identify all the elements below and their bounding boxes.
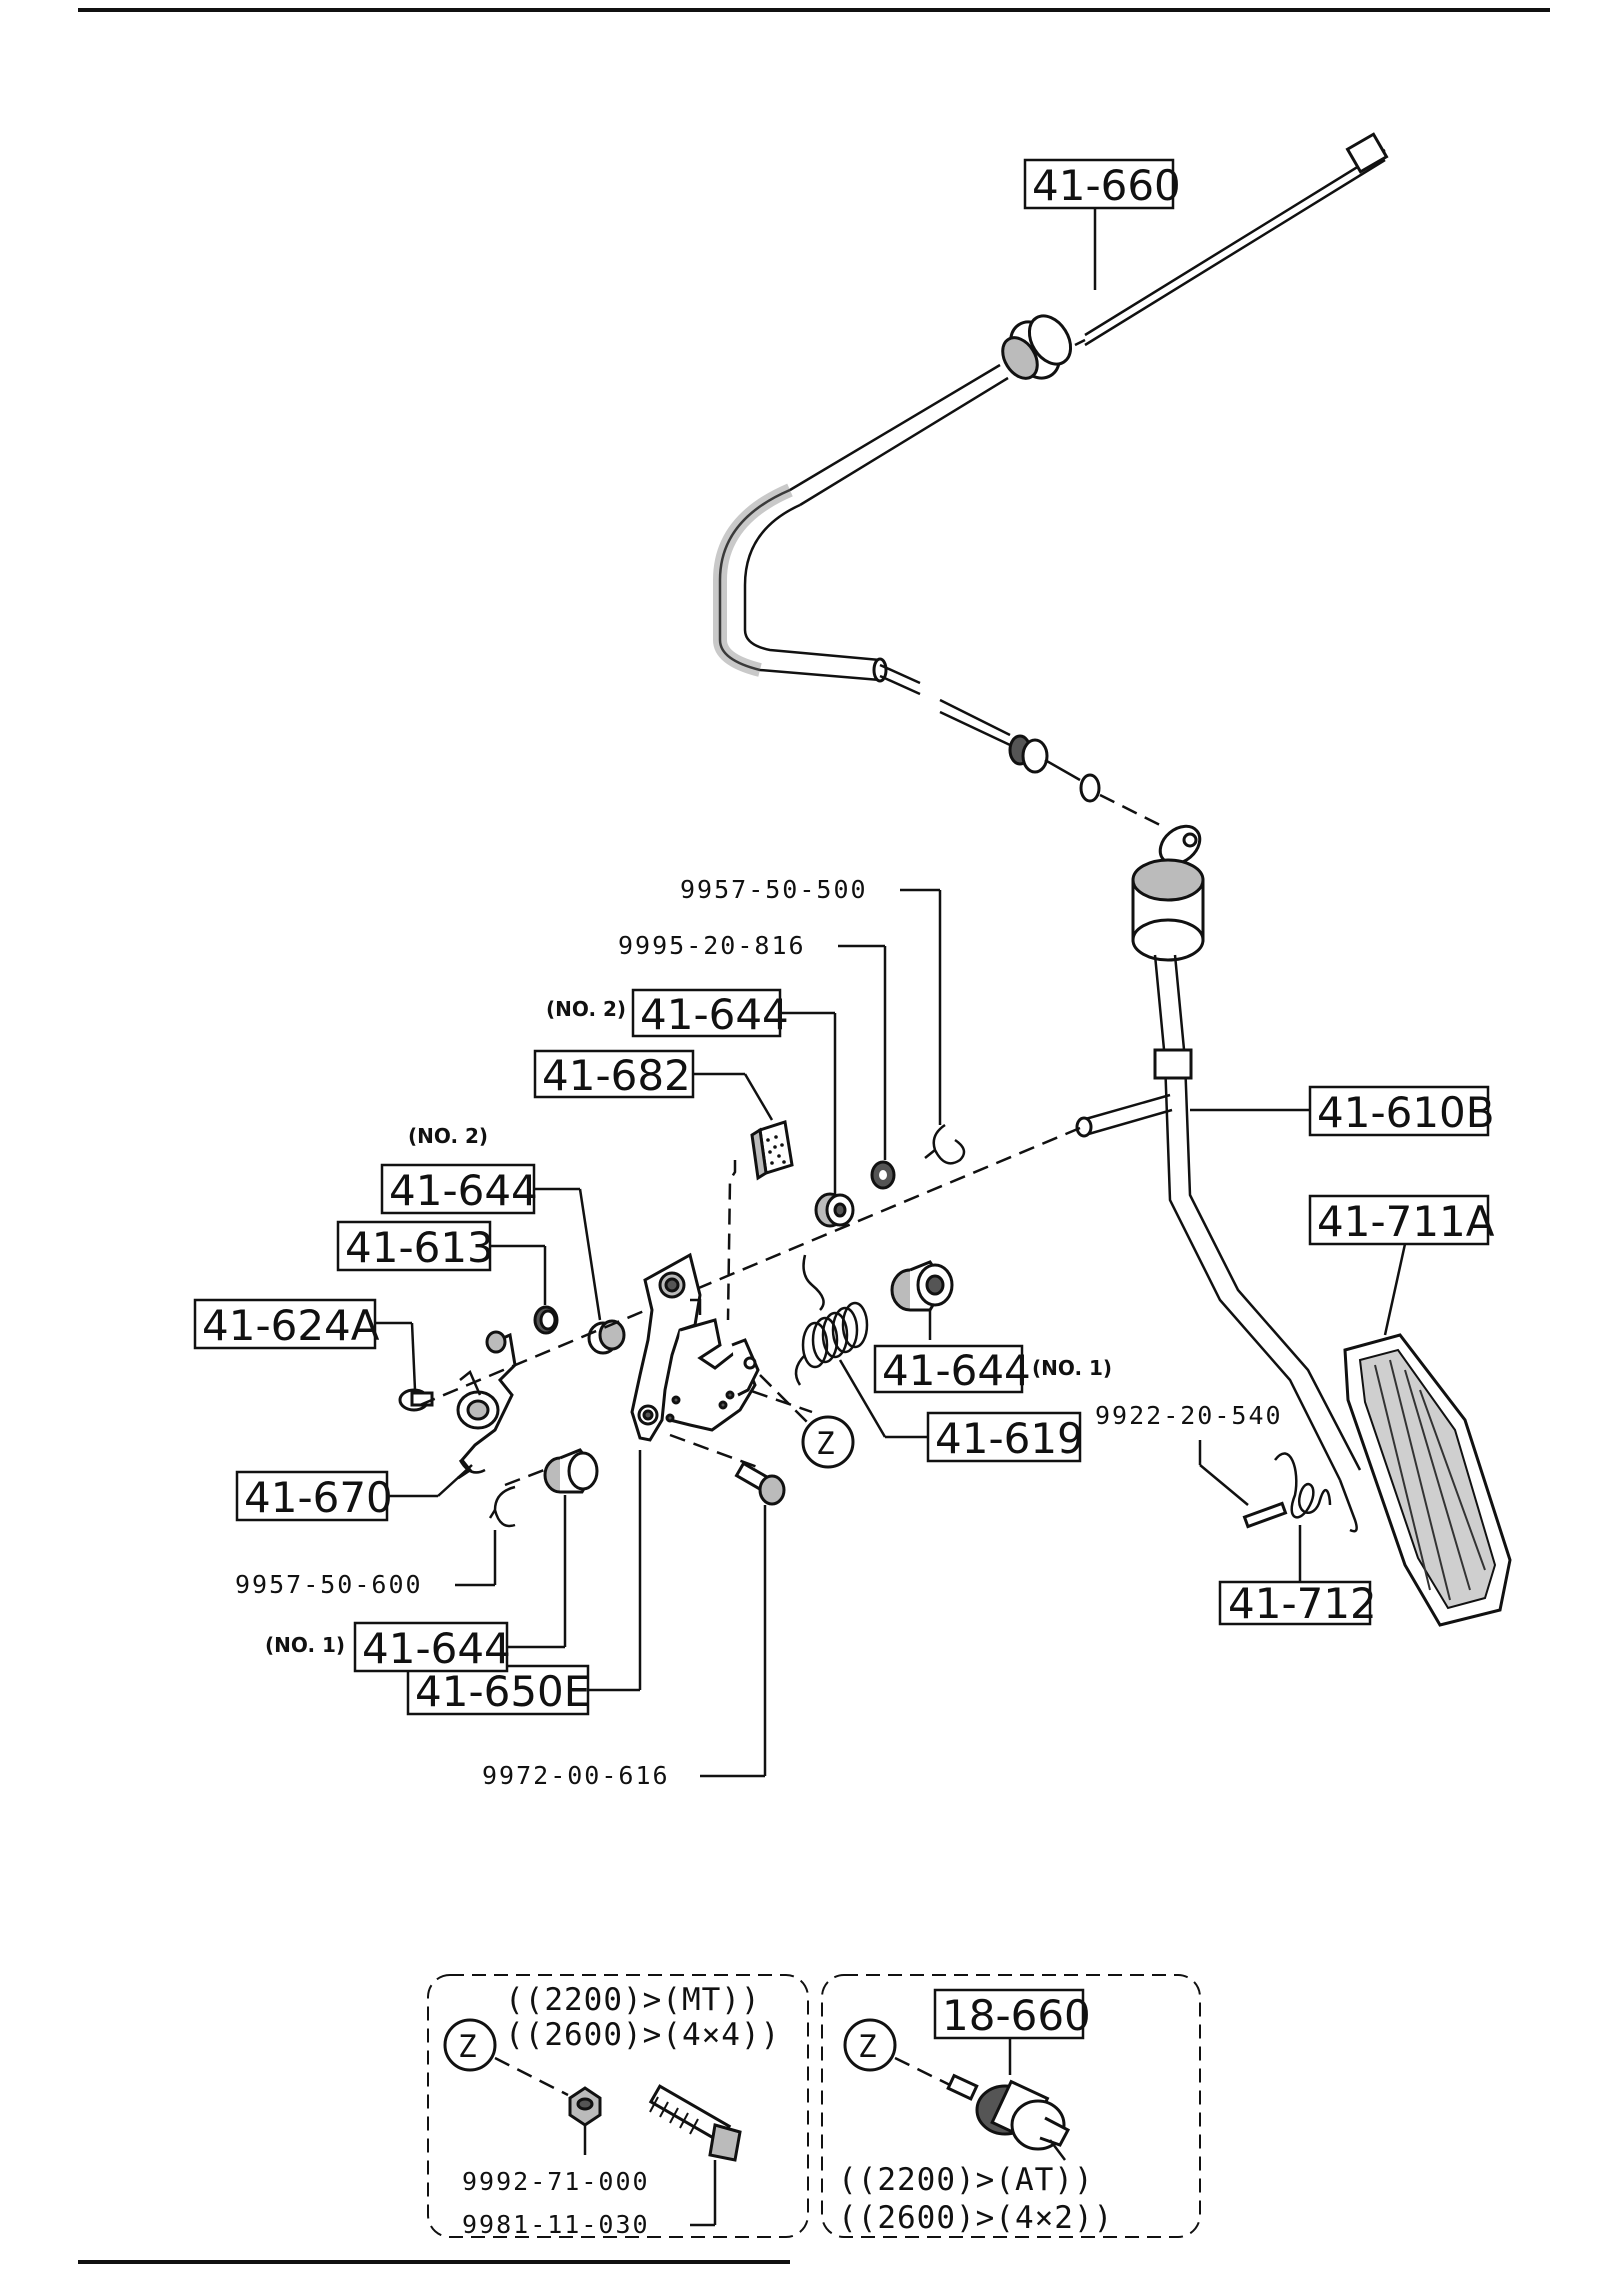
detail-left-panel: ((2200)>(MT)) ((2600)>(4×4)) Z 9992-71-0… xyxy=(427,1974,809,2239)
bushing-no1-left-label: (NO. 1) 41-644 xyxy=(265,1495,567,1673)
bushing-no2-left-part-number: 41-644 xyxy=(389,1166,538,1215)
bracket-bolt-nut-part-number: 41-613 xyxy=(345,1223,494,1272)
bracket-mount-bolt-label: 9972-00-616 xyxy=(482,1505,767,1790)
upper-clip-label: 9957-50-500 xyxy=(680,875,942,1125)
spring-pin-part-number: 9922-20-540 xyxy=(1095,1401,1283,1430)
bushing-no2-left-note: (NO. 2) xyxy=(408,1124,488,1148)
upper-clip xyxy=(924,1123,966,1165)
bracket-mount-bolt xyxy=(734,1461,786,1506)
bushing-no1-left xyxy=(543,1448,599,1494)
pedal-arm xyxy=(1075,824,1362,1533)
upper-washer-part-number: 9995-20-816 xyxy=(618,931,806,960)
pedal-spring xyxy=(1274,1452,1332,1519)
bushing-no1-right xyxy=(890,1260,954,1312)
cable-bracket xyxy=(456,1330,517,1480)
cable-label: 41-660 xyxy=(1023,158,1181,290)
detail-right-panel: Z 18-660 ((2200)>(AT)) ((2600)>(4×2)) xyxy=(821,1974,1201,2238)
detail-left-bolt xyxy=(648,2084,742,2162)
detail-left-marker: Z xyxy=(458,2029,478,2065)
cable-part-number: 41-660 xyxy=(1032,161,1181,210)
return-spring xyxy=(794,1254,869,1386)
spring-pin xyxy=(1242,1501,1288,1529)
pedal-bracket-label: 41-650E xyxy=(406,1450,642,1716)
lower-clip-label: 9957-50-600 xyxy=(235,1530,497,1599)
pedal-spring-part-number: 41-712 xyxy=(1228,1579,1377,1628)
upper-washer-label: 9995-20-816 xyxy=(618,931,887,1160)
pedal-pad-part-number: 41-711A xyxy=(1317,1197,1495,1246)
bushing-no1-right-part-number: 41-644 xyxy=(882,1346,1031,1395)
cable-bracket-label: 41-670 xyxy=(235,1464,473,1522)
detail-right-condition-1: ((2200)>(AT)) xyxy=(838,2162,1094,2198)
detail-right-condition-2: ((2600)>(4×2)) xyxy=(838,2200,1113,2236)
detail-right-part-number: 18-660 xyxy=(942,1991,1091,2040)
return-spring-label: 41-619 xyxy=(838,1359,1084,1463)
detail-right-marker: Z xyxy=(858,2029,878,2065)
bracket-bolt-nut xyxy=(533,1305,559,1335)
detail-left-condition-1: ((2200)>(MT)) xyxy=(505,1982,761,2018)
upper-clip-part-number: 9957-50-500 xyxy=(680,875,868,904)
bushing-no1-right-note: (NO. 1) xyxy=(1032,1356,1112,1380)
bracket-mount-bolt-part-number: 9972-00-616 xyxy=(482,1761,670,1790)
pedal-bracket-part-number: 41-650E xyxy=(415,1667,590,1716)
detail-left-nut-part-number: 9992-71-000 xyxy=(462,2167,650,2196)
bushing-no1-left-note: (NO. 1) xyxy=(265,1633,345,1657)
pedal-pad-label: 41-711A xyxy=(1308,1194,1495,1336)
bushing-no2-right-note: (NO. 2) xyxy=(546,997,626,1021)
detail-marker-z-label: Z xyxy=(816,1426,836,1462)
bushing-no1-left-part-number: 41-644 xyxy=(362,1624,511,1673)
accelerator-cable xyxy=(713,132,1389,827)
pedal-arm-part-number: 41-610B xyxy=(1317,1088,1495,1137)
bushing-no2-right-label: (NO. 2) 41-644 xyxy=(546,988,837,1195)
pedal-spring-label: 41-712 xyxy=(1218,1525,1377,1628)
bushing-no2-right xyxy=(814,1192,855,1228)
stopper-pad-label: 41-682 xyxy=(533,1049,774,1121)
lower-clip xyxy=(488,1485,516,1528)
detail-right-switch xyxy=(946,2073,1071,2161)
detail-marker-z: Z xyxy=(759,1374,855,1469)
detail-left-condition-2: ((2600)>(4×4)) xyxy=(505,2017,780,2053)
stopper-pad-part-number: 41-682 xyxy=(542,1051,691,1100)
bushing-no1-right-label: 41-644 (NO. 1) xyxy=(873,1310,1112,1395)
bracket-bolt xyxy=(398,1388,434,1412)
stopper-pad xyxy=(726,1120,794,1321)
pedal-arm-label: 41-610B xyxy=(1190,1085,1495,1137)
bracket-bolt-part-number: 41-624A xyxy=(202,1301,380,1350)
return-spring-part-number: 41-619 xyxy=(935,1414,1084,1463)
bushing-no2-left-label: (NO. 2) 41-644 xyxy=(380,1124,602,1321)
spring-pin-label: 9922-20-540 xyxy=(1095,1401,1283,1506)
bracket-bolt-label: 41-624A xyxy=(193,1298,417,1391)
bracket-bolt-nut-label: 41-613 xyxy=(336,1220,547,1305)
pedal-pad xyxy=(1343,1333,1512,1627)
pedal-bracket xyxy=(630,1252,760,1442)
lower-clip-part-number: 9957-50-600 xyxy=(235,1570,423,1599)
upper-washer xyxy=(870,1160,896,1190)
bushing-no2-right-part-number: 41-644 xyxy=(640,990,789,1039)
cable-bracket-part-number: 41-670 xyxy=(244,1473,393,1522)
detail-left-bolt-part-number: 9981-11-030 xyxy=(462,2210,650,2239)
